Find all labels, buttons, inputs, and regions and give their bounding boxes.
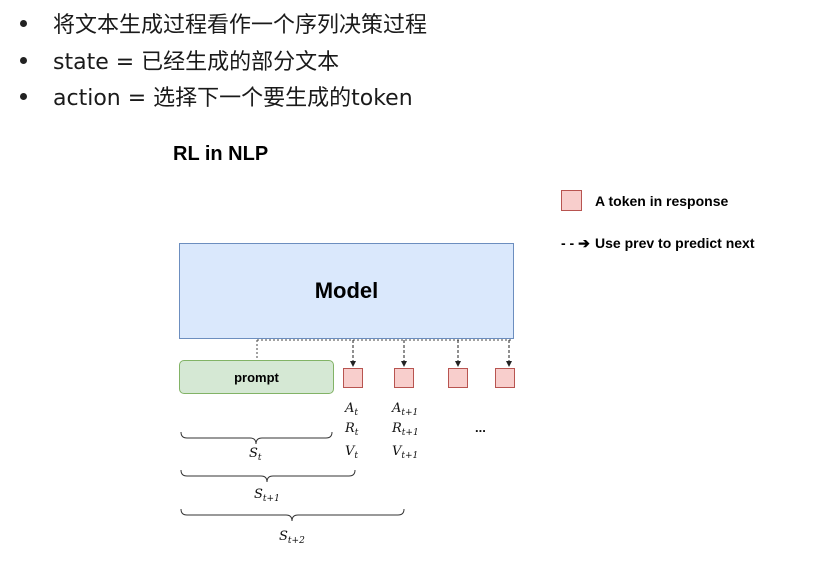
diagram-title: RL in NLP xyxy=(173,143,269,165)
token2-a-label: At+1 xyxy=(391,401,418,418)
state-brace-t2 xyxy=(180,508,405,522)
token2-v-label: Vt+1 xyxy=(392,444,418,461)
response-token-3 xyxy=(448,368,468,388)
state-brace-t1 xyxy=(180,469,356,483)
token2-r-label: Rt+1 xyxy=(391,421,419,438)
model-label: Model xyxy=(314,278,379,303)
legend-arrow-symbol: - - ➔ xyxy=(561,235,590,251)
bullet-dot-icon xyxy=(20,19,27,27)
bullet-text: state = 已经生成的部分文本 xyxy=(53,50,340,75)
model-box: Model xyxy=(179,243,514,339)
token1-a-label: At xyxy=(344,401,358,418)
legend-token-swatch xyxy=(561,190,582,211)
bullet-item: state = 已经生成的部分文本 xyxy=(20,42,339,78)
bullet-text: action = 选择下一个要生成的token xyxy=(53,86,413,111)
response-token-2 xyxy=(394,368,414,388)
state-label-t: St xyxy=(249,446,262,463)
bullet-dot-icon xyxy=(20,56,27,64)
bullet-item: action = 选择下一个要生成的token xyxy=(20,78,413,114)
token1-r-label: Rt xyxy=(344,421,359,438)
response-token-4 xyxy=(495,368,515,388)
prompt-box: prompt xyxy=(179,360,334,394)
prompt-label: prompt xyxy=(234,369,279,385)
legend-token-label: A token in response xyxy=(595,193,729,209)
state-label-t2: St+2 xyxy=(279,529,305,546)
token1-v-label: Vt xyxy=(345,444,358,461)
state-label-t1: St+1 xyxy=(254,487,280,504)
ellipsis: ... xyxy=(475,420,486,435)
state-brace-t xyxy=(180,431,333,445)
bullet-item: 将文本生成过程看作一个序列决策过程 xyxy=(20,5,427,41)
bullet-dot-icon xyxy=(20,92,27,100)
response-token-1 xyxy=(343,368,363,388)
bullet-list: 将文本生成过程看作一个序列决策过程 state = 已经生成的部分文本 acti… xyxy=(0,0,820,130)
legend-arrow-label: Use prev to predict next xyxy=(595,235,755,251)
bullet-text: 将文本生成过程看作一个序列决策过程 xyxy=(53,13,428,38)
